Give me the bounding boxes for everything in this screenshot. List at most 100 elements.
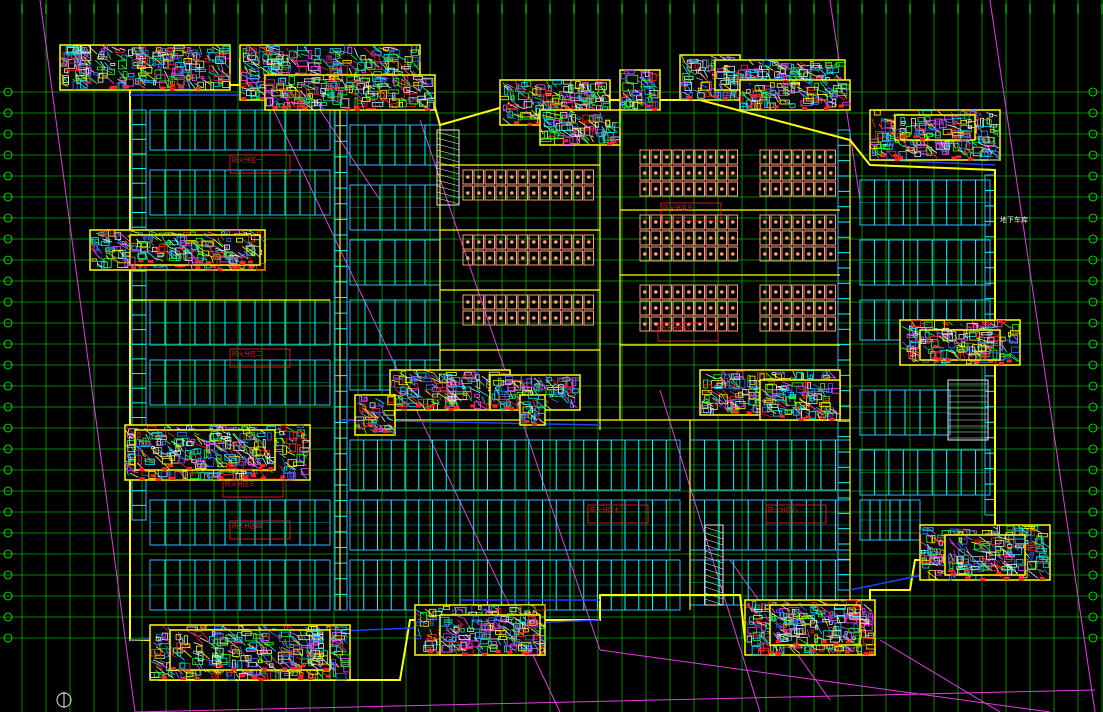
mechanical-stall-mark [818,187,822,191]
core-detail [714,385,723,389]
mechanical-stall-mark [643,322,647,326]
core-detail [221,73,231,82]
mechanical-stall [803,165,814,181]
core-detail [301,92,309,98]
mechanical-stall [672,149,683,165]
core-detail [188,257,193,266]
mechanical-parking-block [639,284,738,332]
core-detail [336,75,342,82]
core-detail [533,384,545,390]
mechanical-stall-mark [785,306,789,310]
mechanical-stall-mark [643,290,647,294]
mechanical-stall [539,250,550,266]
core-detail [986,112,998,117]
mechanical-stall [539,169,550,185]
core-marker [956,155,962,159]
core-detail [886,148,893,157]
core-marker [913,135,919,139]
core-detail [827,86,837,96]
core-detail [499,382,509,392]
mechanical-stall [770,246,781,262]
core-detail [923,345,929,350]
core-detail [326,81,337,91]
mechanical-stall [716,284,727,300]
core-detail [981,320,987,327]
core-detail [552,112,556,118]
core-detail [569,110,575,114]
mechanical-stall [473,185,484,201]
mechanical-stall [727,230,738,246]
core-detail [197,241,210,246]
core-detail [561,129,574,138]
core-detail [766,395,772,405]
ramp-hatch [704,550,724,558]
core-detail [765,383,774,393]
core-detail [198,472,210,481]
core-detail [720,372,728,377]
core-detail [976,119,980,127]
core-detail [965,143,970,153]
core-detail [197,451,203,460]
core-detail [243,455,249,465]
core-detail [215,444,223,450]
ramp-hatch [704,544,724,552]
mechanical-stall [528,310,539,326]
core-detail [96,66,106,71]
core-detail [511,380,520,389]
core-detail [204,472,213,481]
core-detail [183,58,193,64]
core-detail [502,118,511,126]
core-detail [366,99,376,109]
core-detail [583,97,592,105]
core-detail [342,60,352,64]
core-detail [391,80,396,88]
mechanical-stall [705,316,716,332]
parking-stall-row [349,439,681,491]
core-marker [260,97,266,101]
core-detail [332,96,342,105]
mechanical-stall [727,214,738,230]
mechanical-stall [583,310,594,326]
core-detail [644,85,651,95]
core-detail [790,391,794,398]
core-detail [214,450,218,456]
core-detail [82,56,92,64]
core-detail [202,79,212,86]
core-detail [419,401,426,411]
stair-core [134,429,276,471]
core-detail [96,263,103,269]
core-detail [1042,562,1050,568]
mechanical-stall [650,284,661,300]
core-detail [224,244,230,250]
core-detail [168,449,179,454]
core-detail [816,413,821,421]
core-detail [101,240,110,246]
core-detail [546,89,553,96]
mechanical-stall-mark [687,236,691,240]
core-marker [607,142,613,146]
mechanical-stall-mark [818,171,822,175]
core-detail [769,403,779,408]
mechanical-stall [727,300,738,316]
mechanical-stall [661,214,672,230]
core-detail [294,91,301,100]
mechanical-stall [561,234,572,250]
core-detail [400,66,411,70]
mechanical-stall-mark [731,155,735,159]
core-detail [559,121,571,131]
core-detail [977,345,987,352]
core-detail [400,97,405,101]
core-detail [650,91,657,97]
core-detail [767,60,779,64]
core-detail [964,114,970,120]
core-detail [545,379,555,389]
core-detail [494,387,500,395]
mechanical-stall [539,234,550,250]
core-detail [221,436,229,440]
grid-bubble [1088,402,1098,412]
mechanical-stall-mark [807,155,811,159]
mechanical-stall [672,230,683,246]
core-detail [872,149,876,156]
